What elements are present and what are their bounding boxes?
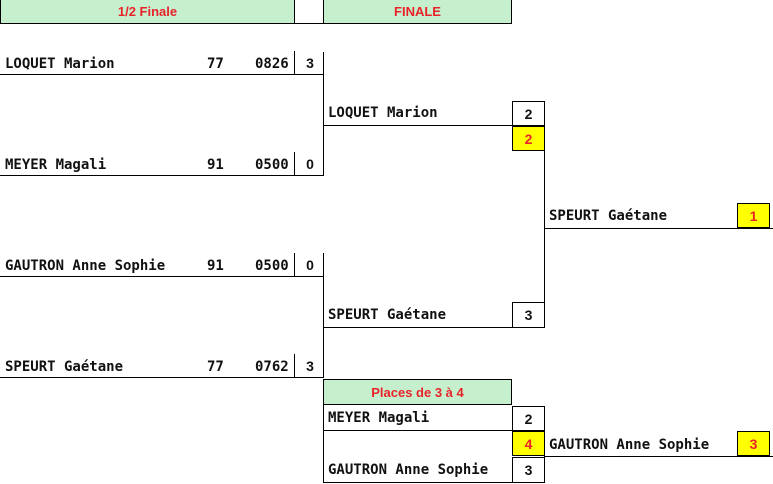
semi-player-3-score: 0 <box>298 254 322 276</box>
semi-player-1-score: 3 <box>298 52 322 74</box>
semi-player-4-line <box>0 377 324 378</box>
semi-player-3-name: GAUTRON Anne Sophie <box>5 258 166 274</box>
semi-player-1-code: 0826 <box>255 56 289 72</box>
semi-player-3-line <box>0 276 324 277</box>
semi-player-3-score-divider <box>294 253 295 277</box>
semi-player-2-num: 91 <box>207 157 224 173</box>
semi-player-2-line <box>0 175 324 176</box>
third-player-top-line <box>323 430 512 431</box>
winner-name: SPEURT Gaétane <box>549 208 668 224</box>
semi-player-2-score: 0 <box>298 153 322 175</box>
third-winner-name: GAUTRON Anne Sophie <box>549 437 710 453</box>
final-player-top-score: 2 <box>512 101 545 126</box>
header-final: FINALE <box>323 0 512 24</box>
header-third-place: Places de 3 à 4 <box>323 379 512 405</box>
semi-player-4-score: 3 <box>298 355 322 377</box>
semi-player-1-line <box>0 74 324 75</box>
semi-player-1-score-divider <box>294 51 295 75</box>
final-player-top-name: LOQUET Marion <box>328 105 438 121</box>
semi-player-2-code: 0500 <box>255 157 289 173</box>
final-player-bottom-line <box>323 327 512 328</box>
final-player-bottom-name: SPEURT Gaétane <box>328 307 447 323</box>
third-player-bottom-name: GAUTRON Anne Sophie <box>328 462 489 478</box>
header-spacer <box>294 0 324 24</box>
semi-player-4-num: 77 <box>207 359 224 375</box>
third-player-bottom-score: 3 <box>512 457 545 483</box>
semi-player-2-score-divider <box>294 152 295 176</box>
third-player-top-name: MEYER Magali <box>328 410 430 426</box>
third-winner-rank: 3 <box>737 431 770 456</box>
connector-semi-bottom <box>323 253 324 377</box>
third-winner-line <box>544 456 773 457</box>
header-semi-final: 1/2 Finale <box>0 0 295 24</box>
winner-line <box>544 228 773 229</box>
semi-player-4-code: 0762 <box>255 359 289 375</box>
connector-third <box>544 431 545 483</box>
third-player-top-score: 2 <box>512 406 545 431</box>
semi-player-1-name: LOQUET Marion <box>5 56 115 72</box>
semi-player-4-name: SPEURT Gaétane <box>5 359 124 375</box>
final-player-bottom-score: 3 <box>512 302 545 328</box>
final-player-top-line <box>323 125 512 126</box>
third-player-top-rank: 4 <box>512 431 545 456</box>
winner-rank: 1 <box>737 203 770 228</box>
final-player-top-rank: 2 <box>512 126 545 151</box>
semi-player-1-num: 77 <box>207 56 224 72</box>
third-player-bottom-line <box>323 482 512 483</box>
semi-player-2-name: MEYER Magali <box>5 157 107 173</box>
semi-player-3-code: 0500 <box>255 258 289 274</box>
semi-player-3-num: 91 <box>207 258 224 274</box>
semi-player-4-score-divider <box>294 354 295 378</box>
connector-final <box>544 151 545 328</box>
connector-semi-top <box>323 52 324 176</box>
